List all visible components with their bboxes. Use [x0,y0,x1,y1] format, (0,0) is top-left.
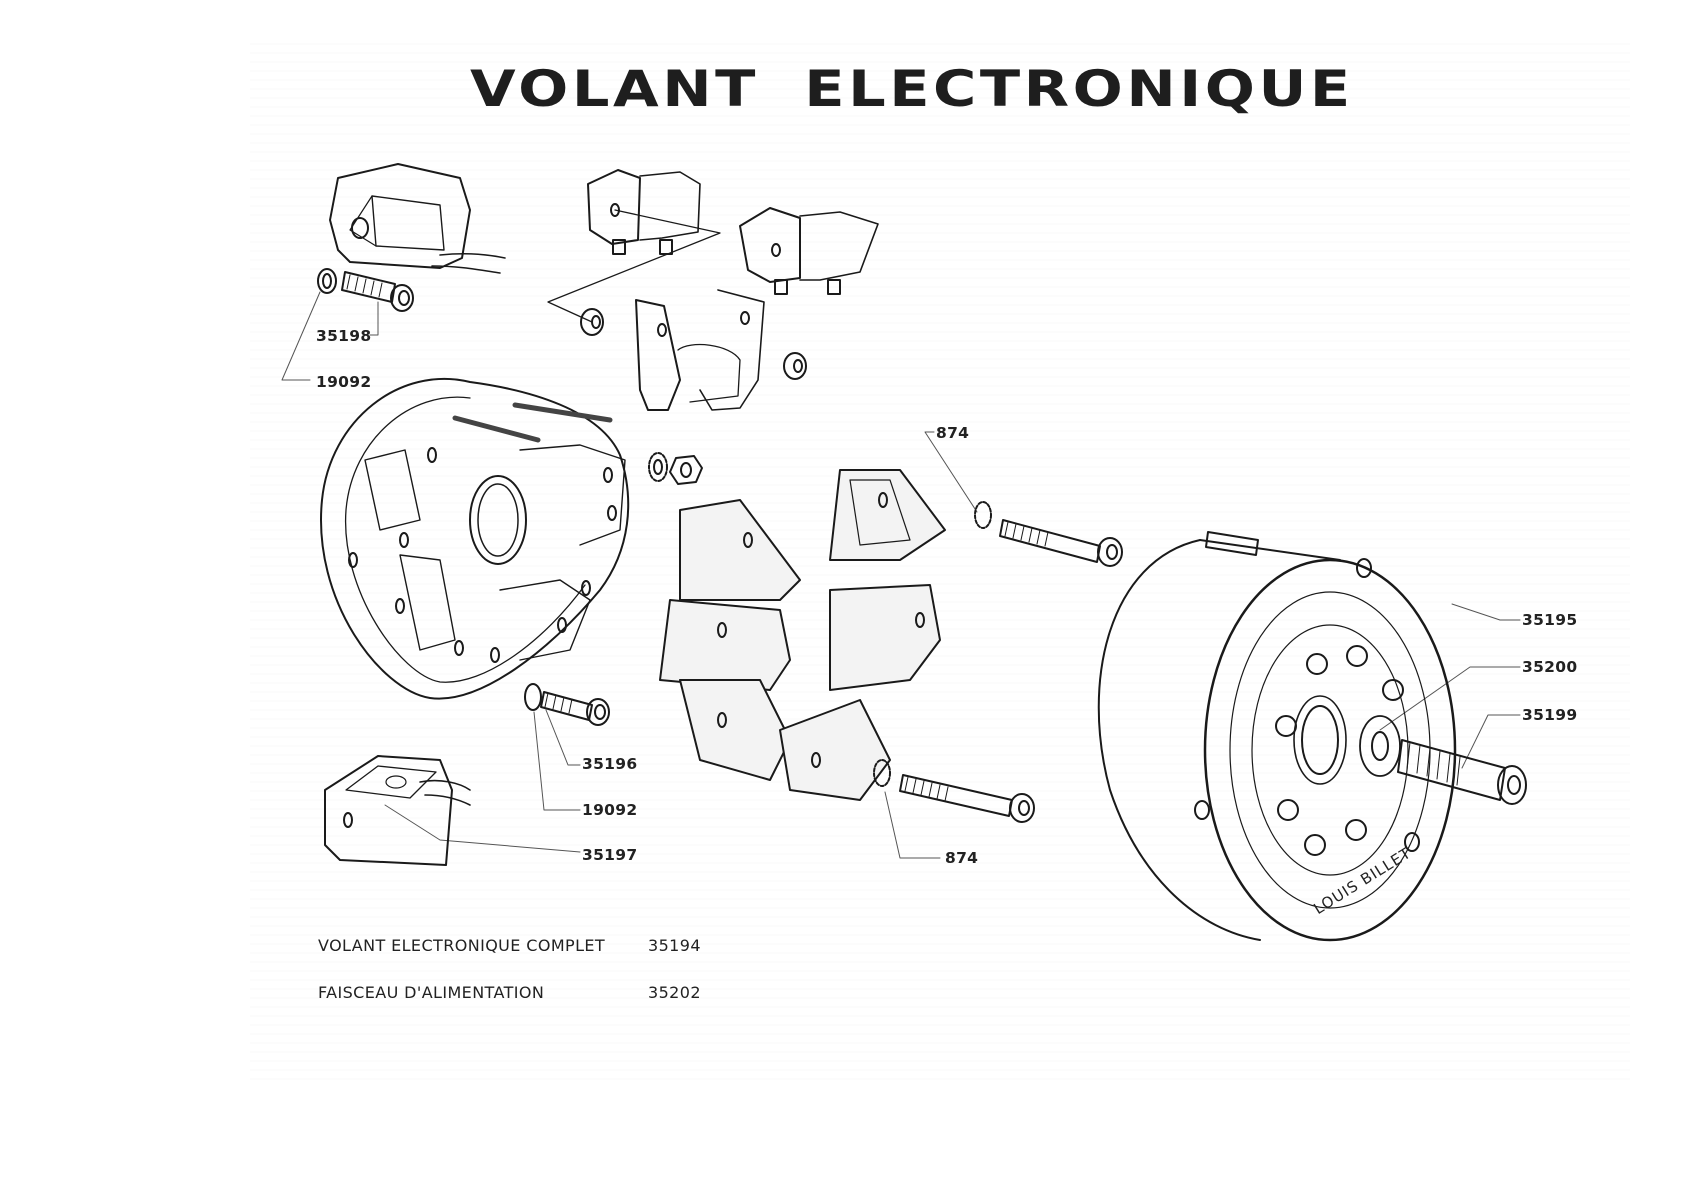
screw-874-bottom [873,759,1035,823]
callout-35199: 35199 [1522,706,1578,724]
screw-874-top [974,501,1123,567]
part-number: 35194 [648,936,701,955]
washer-screw-35196 [524,683,610,726]
flywheel-rotor [1097,531,1527,942]
callout-35198: 35198 [316,327,372,345]
part-name: FAISCEAU D'ALIMENTATION [318,983,545,1002]
callout-35195: 35195 [1522,611,1578,629]
part-number: 35202 [648,983,701,1002]
callout-874-top: 874 [936,424,970,442]
part-name: VOLANT ELECTRONIQUE COMPLET [318,936,606,955]
diagram-title: VOLANT ELECTRONIQUE [470,60,1354,118]
screw-35198 [341,271,414,312]
callout-35197: 35197 [582,846,638,864]
callout-874-bottom: 874 [945,849,979,867]
pickup-coil-top [329,163,506,274]
leader-lines [281,291,1521,859]
callout-35196: 35196 [582,755,638,773]
washer-19092-top [317,268,337,294]
parts-list-row: VOLANT ELECTRONIQUE COMPLET 35194 [318,936,701,983]
washer-nut [648,452,703,485]
pickup-coil-bottom [324,755,471,866]
callout-19092-top: 19092 [316,373,372,391]
parts-list-row: FAISCEAU D'ALIMENTATION 35202 [318,983,701,1030]
callout-35200: 35200 [1522,658,1578,676]
callout-19092-bottom: 19092 [582,801,638,819]
ignition-coil-parts [547,169,879,411]
stator-coils [659,469,946,801]
stator-plate [320,377,630,700]
parts-list: VOLANT ELECTRONIQUE COMPLET 35194 FAISCE… [318,936,701,1030]
